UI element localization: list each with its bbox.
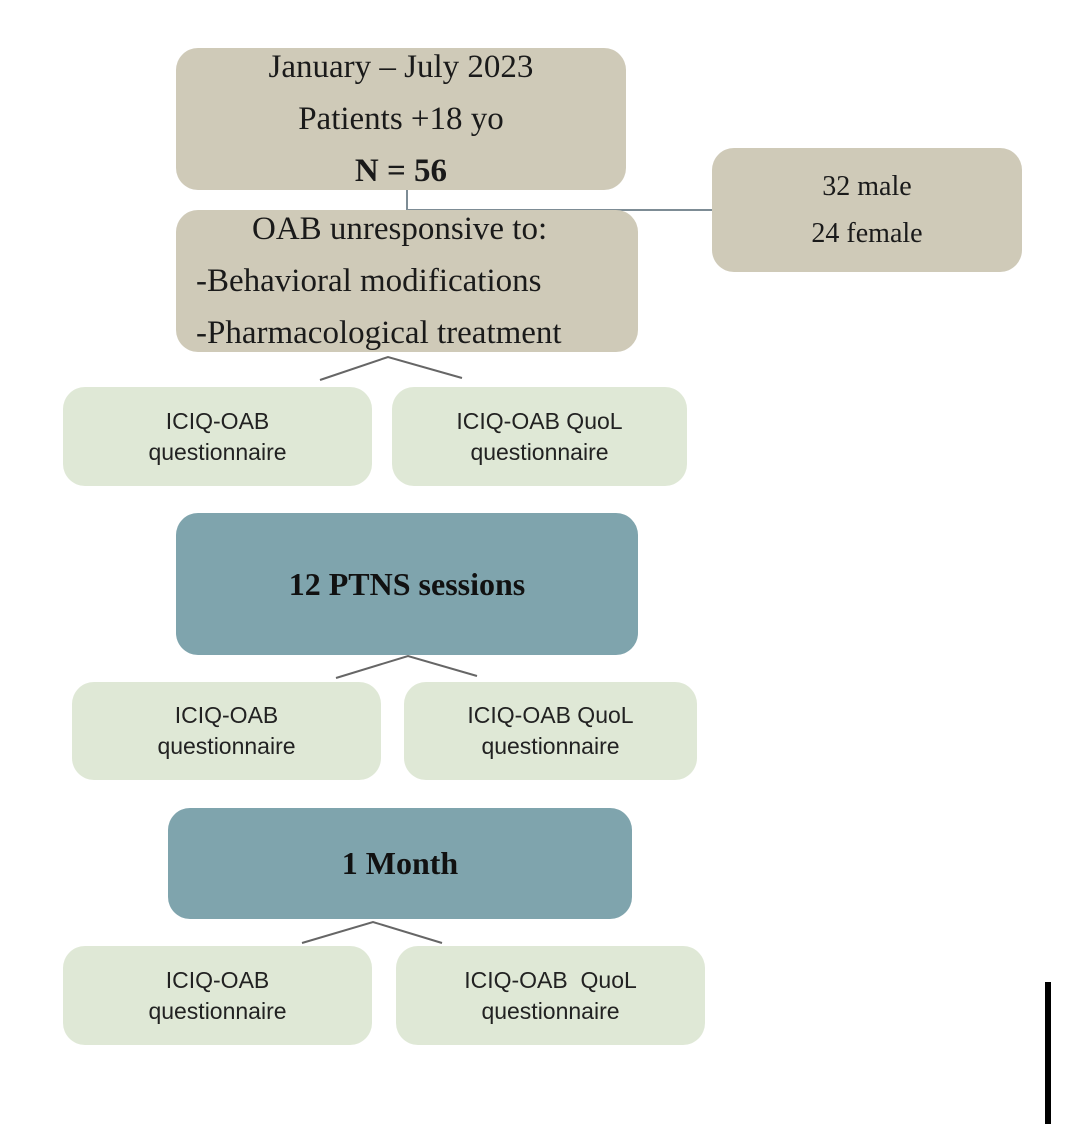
sex-box: 32 male 24 female bbox=[712, 148, 1022, 272]
sex-male: 32 male bbox=[822, 171, 912, 202]
questionnaire-label: questionnaire bbox=[481, 997, 620, 1024]
baseline-iciq-oab-box: ICIQ-OAB questionnaire bbox=[63, 387, 372, 486]
questionnaire-name: ICIQ-OAB QuoL bbox=[467, 702, 634, 728]
connector-post bbox=[335, 654, 478, 679]
questionnaire-label: questionnaire bbox=[470, 438, 609, 465]
cohort-age: Patients +18 yo bbox=[298, 101, 504, 137]
inclusion-title: OAB unresponsive to: bbox=[252, 211, 548, 247]
post-iciq-oab-box: ICIQ-OAB questionnaire bbox=[72, 682, 381, 780]
questionnaire-name: ICIQ-OAB QuoL bbox=[464, 966, 637, 993]
final-iciq-oab-box: ICIQ-OAB questionnaire bbox=[63, 946, 372, 1045]
sex-female: 24 female bbox=[811, 218, 923, 249]
followup-label: 1 Month bbox=[341, 845, 459, 881]
intervention-label: 12 PTNS sessions bbox=[288, 565, 526, 602]
questionnaire-name: ICIQ-OAB QuoL bbox=[456, 407, 623, 434]
vertical-bar bbox=[1045, 982, 1051, 1124]
connector-baseline bbox=[319, 355, 463, 381]
inclusion-item: -Pharmacological treatment bbox=[196, 315, 562, 351]
questionnaire-label: questionnaire bbox=[148, 438, 287, 465]
intervention-box: 12 PTNS sessions bbox=[176, 513, 638, 655]
questionnaire-label: questionnaire bbox=[157, 733, 296, 759]
questionnaire-label: questionnaire bbox=[481, 733, 620, 759]
questionnaire-label: questionnaire bbox=[148, 997, 287, 1024]
baseline-iciq-quol-box: ICIQ-OAB QuoL questionnaire bbox=[392, 387, 687, 486]
cohort-period: January – July 2023 bbox=[268, 49, 534, 85]
cohort-box: January – July 2023 Patients +18 yo N = … bbox=[176, 48, 626, 190]
followup-box: 1 Month bbox=[168, 808, 632, 919]
questionnaire-name: ICIQ-OAB bbox=[165, 966, 270, 993]
post-iciq-quol-box: ICIQ-OAB QuoL questionnaire bbox=[404, 682, 697, 780]
inclusion-box: OAB unresponsive to: -Behavioral modific… bbox=[176, 210, 638, 352]
cohort-n: N = 56 bbox=[354, 153, 448, 189]
inclusion-item: -Behavioral modifications bbox=[196, 263, 542, 299]
final-iciq-quol-box: ICIQ-OAB QuoL questionnaire bbox=[396, 946, 705, 1045]
questionnaire-name: ICIQ-OAB bbox=[165, 407, 270, 434]
questionnaire-name: ICIQ-OAB bbox=[174, 702, 279, 728]
connector-final bbox=[301, 920, 443, 944]
